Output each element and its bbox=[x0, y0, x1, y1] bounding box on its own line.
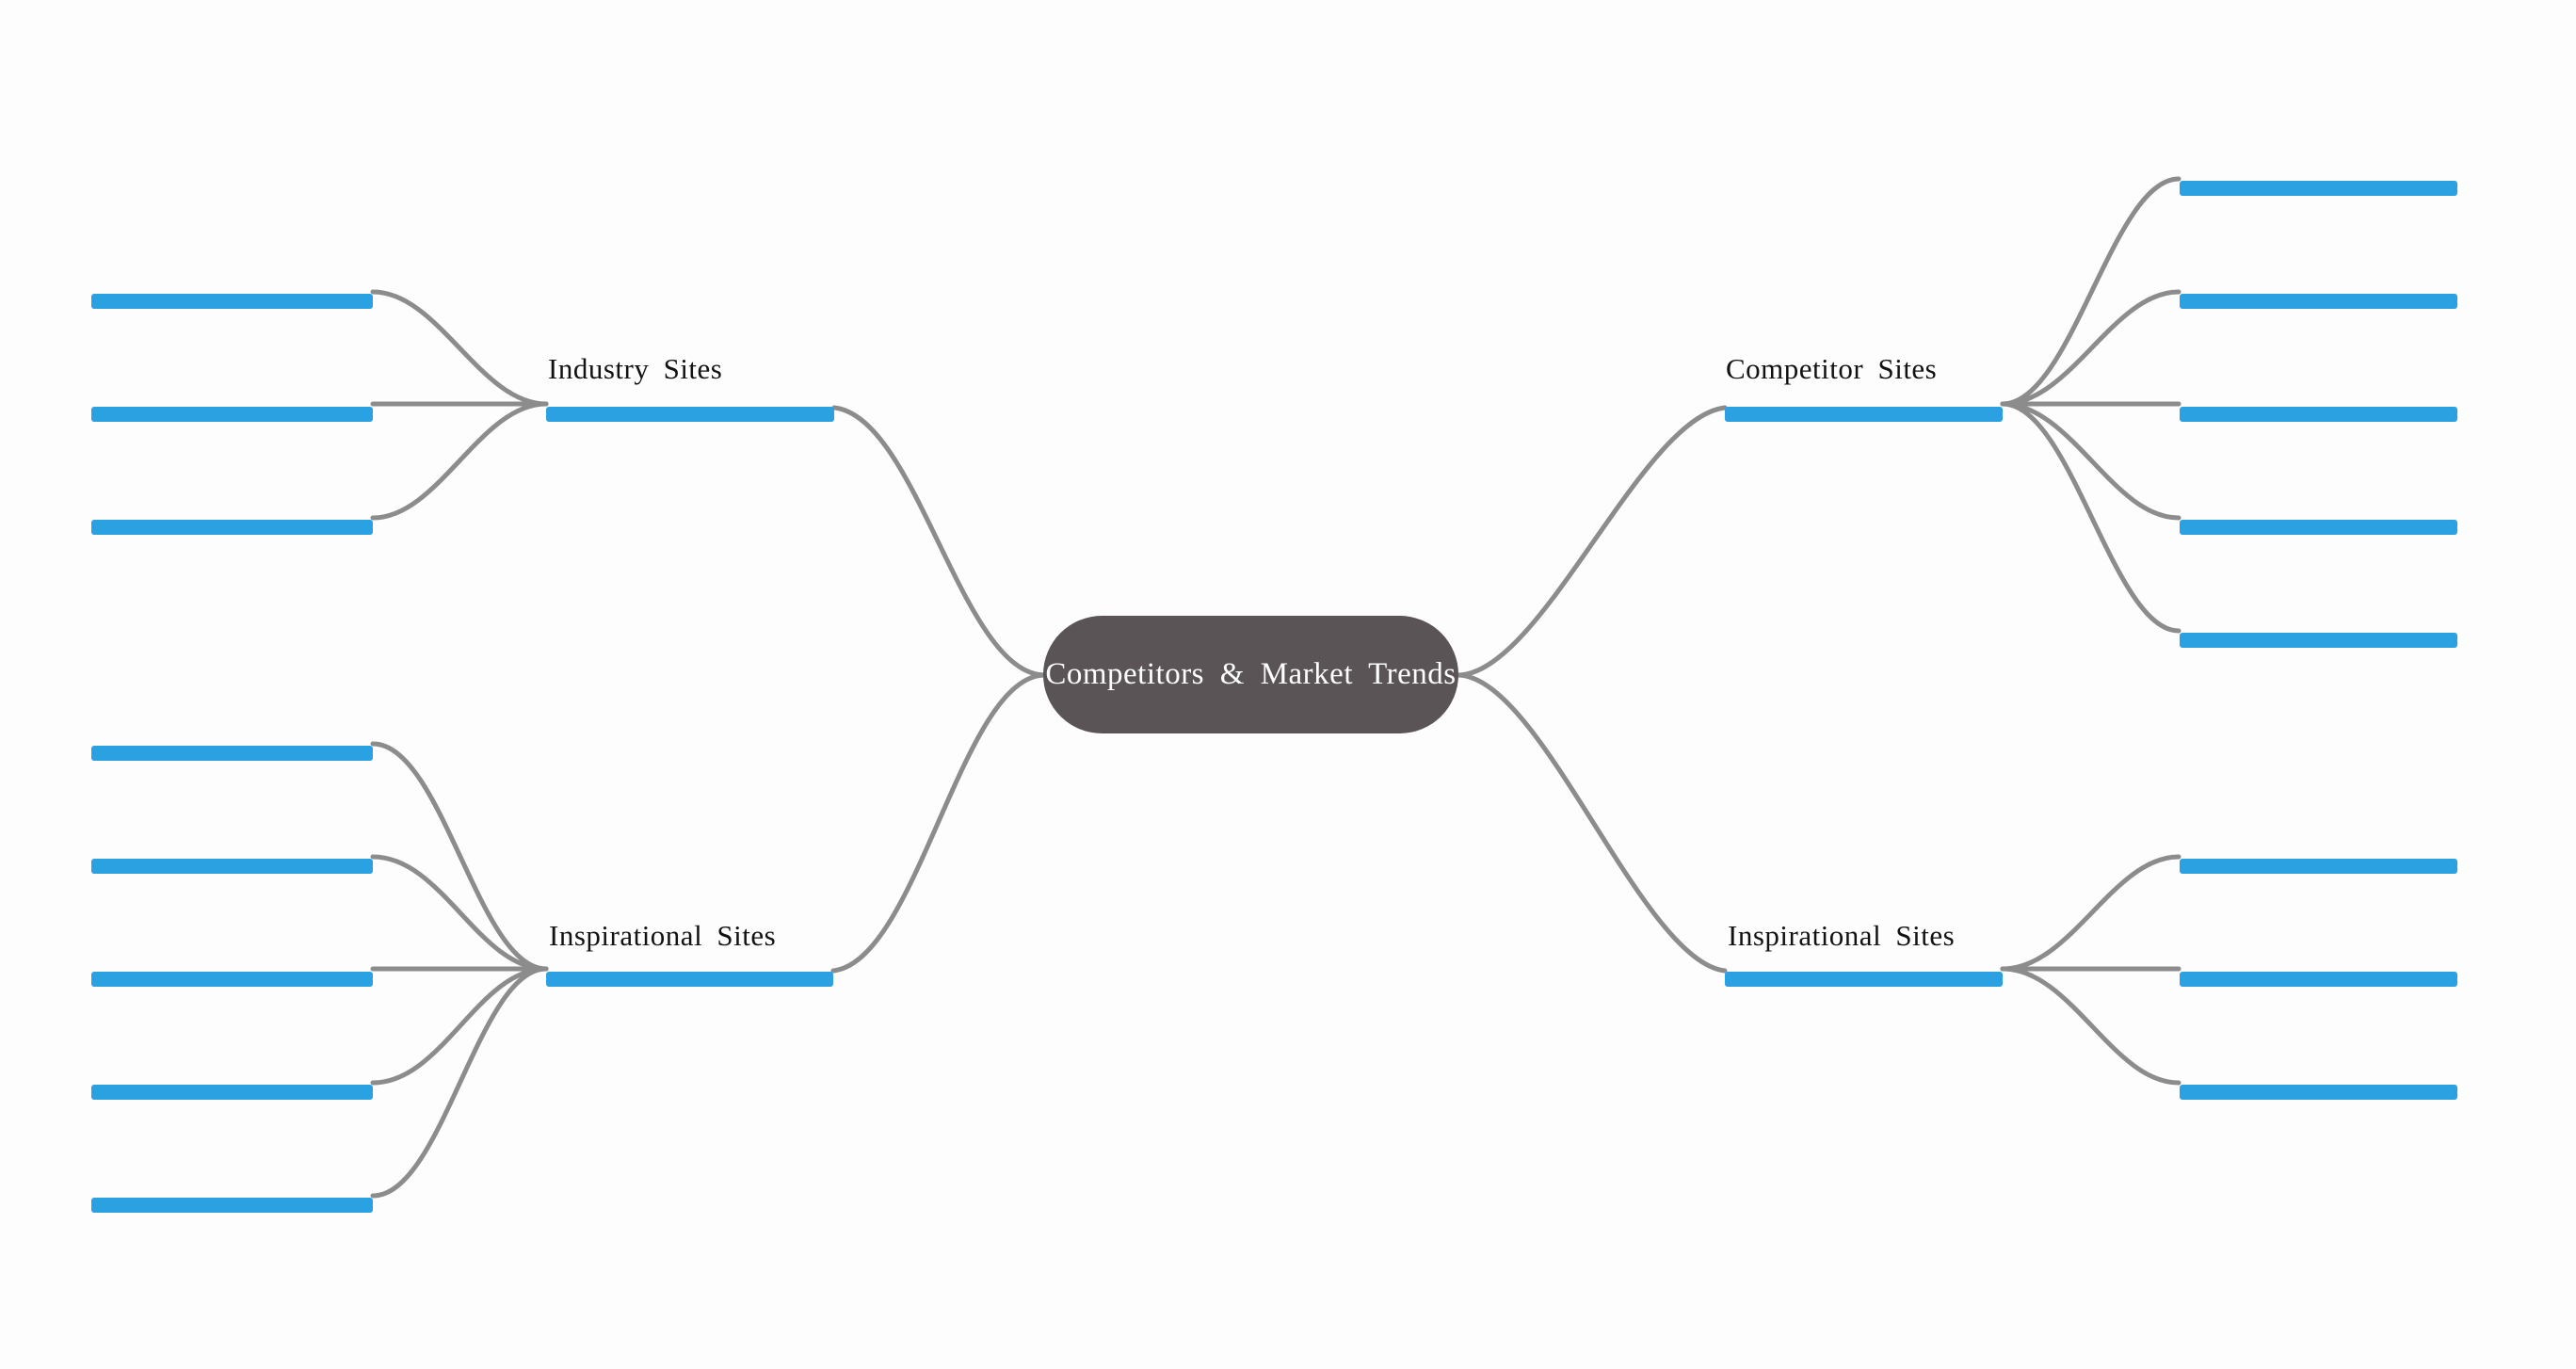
connector-central-to-competitor-sites bbox=[1455, 405, 1728, 678]
inspirational-right-subtopic-bar-1[interactable] bbox=[2180, 859, 2457, 874]
inspirational-left-topic-bar[interactable] bbox=[546, 972, 833, 987]
connector-central-to-inspirational-right bbox=[1455, 672, 1728, 974]
competitor-sites-subtopic-bar-1[interactable] bbox=[2180, 181, 2457, 196]
inspirational-left-subtopic-bar-4[interactable] bbox=[91, 1085, 373, 1100]
connector-competitor-child-5 bbox=[2000, 401, 2182, 634]
branch-label-inspirational-sites-right[interactable]: Inspirational Sites bbox=[1728, 919, 1956, 952]
connector-insp-left-child-1 bbox=[370, 741, 549, 972]
topic-bars-group bbox=[91, 181, 2457, 1213]
connector-industry-child-3 bbox=[370, 401, 549, 521]
connector-competitor-child-4 bbox=[2000, 401, 2182, 521]
industry-sites-topic-bar[interactable] bbox=[546, 407, 834, 422]
connector-central-to-industry-sites bbox=[831, 405, 1048, 678]
inspirational-left-subtopic-bar-2[interactable] bbox=[91, 859, 373, 874]
inspirational-right-subtopic-bar-2[interactable] bbox=[2180, 972, 2457, 987]
connector-competitor-child-1 bbox=[2000, 176, 2182, 407]
inspirational-left-subtopic-bar-3[interactable] bbox=[91, 972, 373, 987]
branch-label-industry-sites[interactable]: Industry Sites bbox=[548, 352, 723, 385]
connector-lines-group bbox=[370, 176, 2182, 1199]
inspirational-right-topic-bar[interactable] bbox=[1725, 972, 2003, 987]
inspirational-right-subtopic-bar-3[interactable] bbox=[2180, 1085, 2457, 1100]
competitor-sites-subtopic-bar-2[interactable] bbox=[2180, 294, 2457, 309]
central-topic-label: Competitors & Market Trends bbox=[1045, 657, 1457, 691]
branch-label-competitor-sites[interactable]: Competitor Sites bbox=[1726, 352, 1938, 385]
connector-insp-right-child-1 bbox=[2000, 854, 2182, 972]
central-topic-node[interactable]: Competitors & Market Trends bbox=[1043, 616, 1458, 733]
connector-competitor-child-2 bbox=[2000, 289, 2182, 407]
competitor-sites-subtopic-bar-3[interactable] bbox=[2180, 407, 2457, 422]
competitor-sites-subtopic-bar-5[interactable] bbox=[2180, 633, 2457, 648]
industry-sites-subtopic-bar-1[interactable] bbox=[91, 294, 373, 309]
connector-insp-left-child-2 bbox=[370, 854, 549, 972]
connector-industry-child-1 bbox=[370, 289, 549, 407]
inspirational-left-subtopic-bar-5[interactable] bbox=[91, 1198, 373, 1213]
connector-insp-left-child-5 bbox=[370, 966, 549, 1199]
connector-insp-right-child-3 bbox=[2000, 966, 2182, 1086]
industry-sites-subtopic-bar-2[interactable] bbox=[91, 407, 373, 422]
connector-insp-left-child-4 bbox=[370, 966, 549, 1086]
competitor-sites-topic-bar[interactable] bbox=[1725, 407, 2003, 422]
industry-sites-subtopic-bar-3[interactable] bbox=[91, 520, 373, 535]
branch-label-inspirational-sites-left[interactable]: Inspirational Sites bbox=[549, 919, 777, 952]
competitor-sites-subtopic-bar-4[interactable] bbox=[2180, 520, 2457, 535]
connector-central-to-inspirational-left bbox=[830, 672, 1048, 974]
inspirational-left-subtopic-bar-1[interactable] bbox=[91, 746, 373, 761]
